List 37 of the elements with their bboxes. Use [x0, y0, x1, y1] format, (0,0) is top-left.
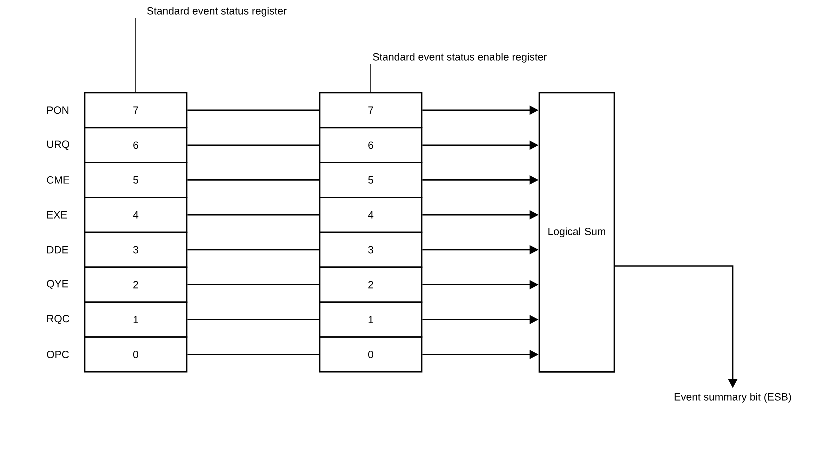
bit-name-label: CME	[47, 176, 70, 184]
register-bit-cell: 1	[319, 302, 423, 338]
register-caption: Standard event status enable register	[373, 53, 548, 63]
bit-name-label: QYE	[47, 280, 68, 290]
connecting-line	[188, 180, 320, 181]
bit-name-label: PON	[48, 106, 69, 114]
register-bit-cell: 0	[84, 336, 188, 373]
bit-name-label: URQ	[47, 140, 70, 150]
register-bit-cell: 1	[84, 302, 188, 338]
register-caption: Standard event status register	[147, 7, 287, 17]
bit-name-label: OPC	[47, 351, 69, 358]
bit-name-label: DDE	[48, 246, 68, 254]
register-bit-cell: 7	[319, 92, 423, 128]
connecting-line	[188, 249, 320, 251]
register-bit-cell: 7	[84, 92, 188, 128]
register-bit-cell: 5	[84, 162, 188, 198]
register-bit-cell: 2	[319, 266, 423, 303]
register-bit-cell: 3	[84, 232, 188, 268]
bit-name-label: RQC	[48, 315, 70, 324]
register-caption: Event summary bit (ESB)	[674, 393, 792, 403]
register-bit-cell: 6	[319, 127, 423, 164]
connecting-line	[188, 354, 320, 356]
register-bit-cell: 0	[319, 336, 423, 373]
register-bit-cell: 3	[319, 232, 423, 268]
connecting-line	[188, 144, 320, 146]
leader-line	[370, 64, 372, 93]
register-bit-cell: 5	[319, 162, 423, 198]
connecting-line	[188, 110, 320, 112]
bit-name-label: EXE	[48, 212, 68, 219]
connecting-line	[188, 284, 320, 286]
connecting-line	[188, 319, 320, 320]
register-bit-cell: 4	[319, 197, 423, 234]
register-bit-cell: 2	[84, 266, 188, 303]
register-bit-cell: 6	[84, 127, 188, 164]
logical-sum-box: Logical Sum	[538, 92, 616, 373]
connecting-line	[188, 214, 320, 216]
register-bit-cell: 4	[84, 197, 188, 234]
